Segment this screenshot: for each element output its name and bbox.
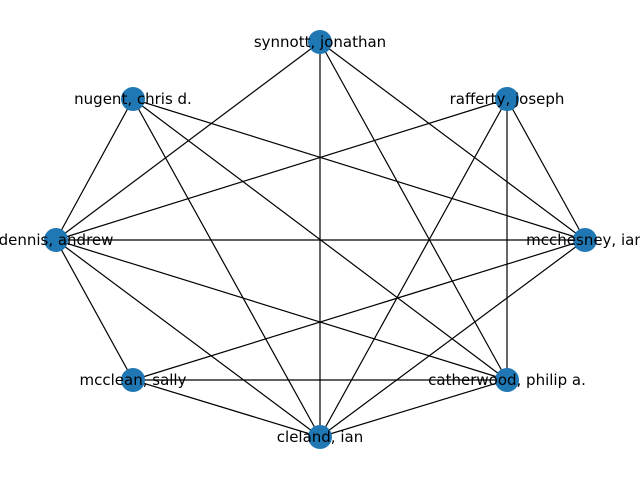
edges-layer [55,41,586,438]
node-label-catherwood: catherwood, philip a. [428,371,586,389]
node-label-mcchesney: mcchesney, ian [526,231,640,249]
node-label-mcclean: mcclean, sally [80,371,187,389]
node-mcchesney [573,228,597,252]
node-catherwood [495,368,519,392]
node-label-cleland: cleland, ian [277,428,363,446]
edge-synnott-mcchesney [319,41,586,241]
edge-dennis-catherwood [55,239,508,381]
node-synnott [308,30,332,54]
edge-cleland-catherwood [319,379,508,438]
edge-nugent-cleland [132,98,321,438]
edge-synnott-catherwood [319,41,508,381]
node-cleland [308,425,332,449]
node-mcclean [121,368,145,392]
edge-nugent-dennis [55,98,134,241]
edge-mcclean-cleland [132,379,321,438]
node-dennis [44,228,68,252]
edge-nugent-mcchesney [132,98,586,241]
node-label-synnott: synnott, jonathan [254,33,386,51]
edge-rafferty-mcchesney [506,98,586,241]
node-label-rafferty: rafferty, joseph [450,90,565,108]
edge-rafferty-cleland [319,98,508,438]
nodes-layer [44,30,597,449]
node-nugent [121,87,145,111]
node-label-dennis: dennis, andrew [0,231,113,249]
edge-mcchesney-cleland [319,239,586,438]
edge-dennis-cleland [55,239,321,438]
node-label-nugent: nugent, chris d. [74,90,192,108]
node-rafferty [495,87,519,111]
edge-dennis-mcclean [55,239,134,381]
edge-rafferty-dennis [55,98,508,241]
labels-layer: synnott, jonathan rafferty, joseph mcchesn… [0,33,640,446]
edge-mcchesney-mcclean [132,239,586,381]
